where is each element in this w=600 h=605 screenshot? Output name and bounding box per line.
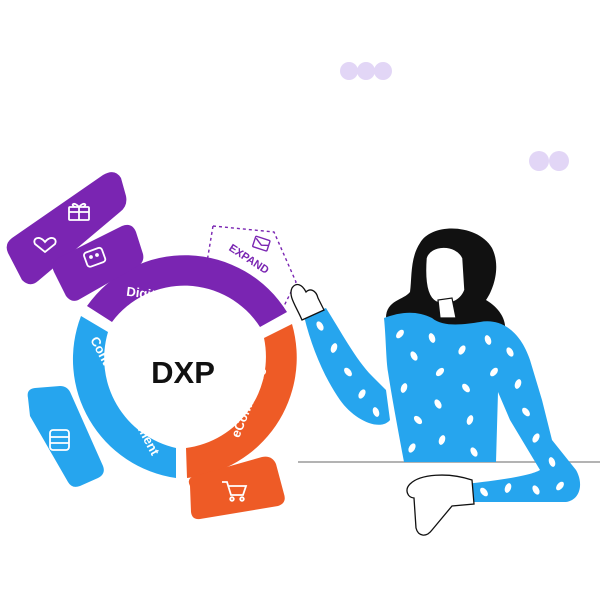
decor-dots-top bbox=[340, 62, 392, 80]
dxp-center-label: DXP bbox=[151, 355, 215, 390]
gift-icon bbox=[68, 202, 90, 221]
cart-icon bbox=[222, 481, 248, 502]
raised-hand bbox=[290, 283, 325, 321]
expand-card-edge bbox=[206, 225, 214, 263]
expand-card bbox=[212, 225, 297, 309]
neck bbox=[437, 297, 457, 319]
dress-dots bbox=[316, 321, 564, 497]
raised-arm bbox=[304, 308, 390, 425]
ecommerce-segment bbox=[186, 324, 297, 478]
cart-tile bbox=[188, 456, 285, 520]
dress bbox=[384, 312, 581, 502]
heart-icon bbox=[33, 237, 57, 254]
content-management-segment bbox=[72, 316, 176, 478]
resting-hand bbox=[406, 474, 475, 536]
chat-icon bbox=[83, 246, 107, 268]
heart-tile bbox=[6, 172, 127, 285]
chat-tile bbox=[52, 224, 144, 301]
database-icon bbox=[49, 429, 70, 451]
woman-figure bbox=[290, 228, 581, 536]
face bbox=[424, 246, 466, 305]
decor-dots-right bbox=[529, 151, 569, 171]
mail-icon bbox=[252, 235, 271, 252]
digital-marketing-segment bbox=[87, 255, 287, 327]
